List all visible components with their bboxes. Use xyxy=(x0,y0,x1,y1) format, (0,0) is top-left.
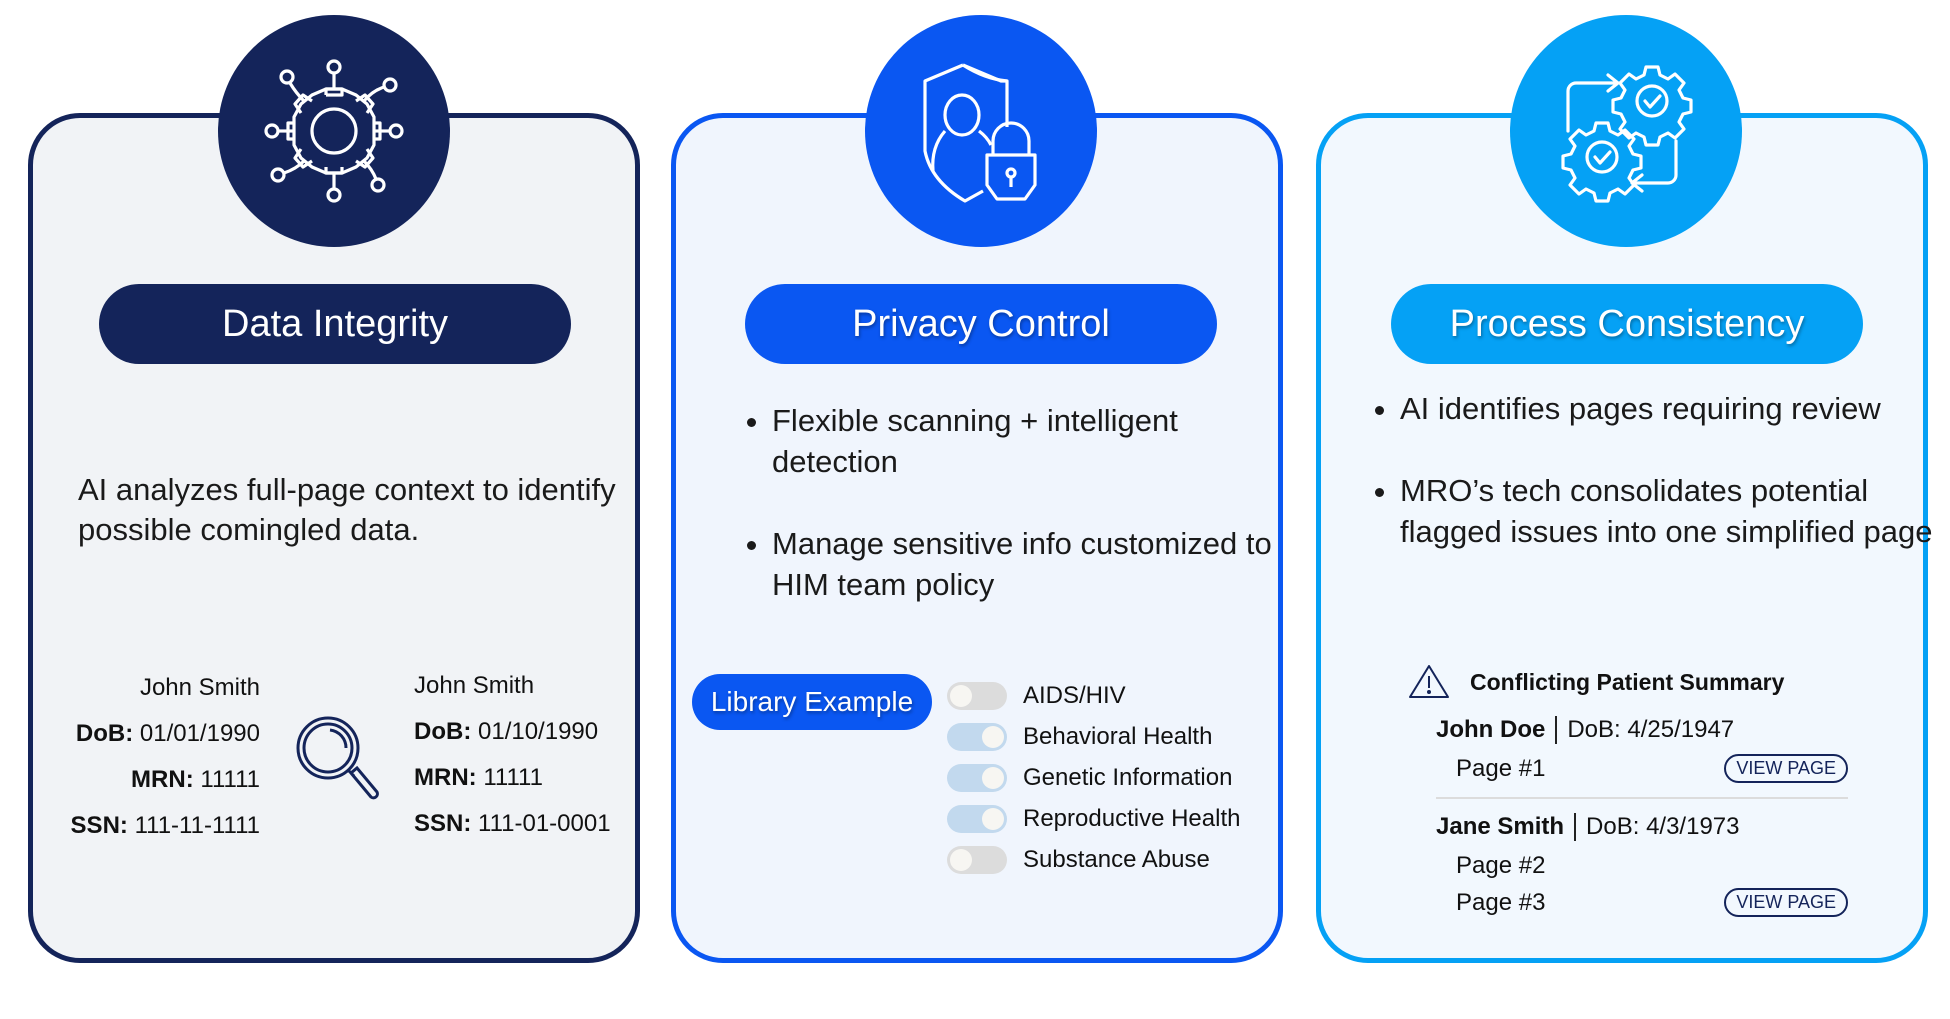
toggle-label: Reproductive Health xyxy=(1023,804,1241,832)
patient-dob: DoB: 4/3/1973 xyxy=(1586,813,1740,840)
ssn-label: SSN: xyxy=(70,812,128,839)
mrn-label: MRN: xyxy=(131,766,194,793)
view-page-button[interactable]: VIEW PAGE xyxy=(1724,754,1848,783)
sensitive-category-toggles: AIDS/HIV Behavioral Health Genetic Infor… xyxy=(947,675,1240,880)
toggle-switch[interactable] xyxy=(947,845,1007,874)
patient-dob: DoB: 4/25/1947 xyxy=(1567,716,1735,743)
toggle-switch[interactable] xyxy=(947,681,1007,710)
magnifying-glass-icon xyxy=(296,716,379,800)
toggle-row-reproductive-health: Reproductive Health xyxy=(947,798,1240,839)
page-row: Page #3 VIEW PAGE xyxy=(1436,884,1848,921)
bullet-item: AI identifies pages requiring review xyxy=(1400,388,1940,429)
data-integrity-description: AI analyzes full-page context to identif… xyxy=(78,472,616,547)
record-original: John Smith DoB: 01/01/1990 MRN: 11111 SS… xyxy=(60,665,260,849)
record-name: John Smith xyxy=(414,672,535,699)
page-label: Page #1 xyxy=(1456,754,1546,782)
mrn-value: 11111 xyxy=(200,766,260,793)
ssn-value: 111-01-0001 xyxy=(478,810,611,837)
patient-entry: John Doe DoB: 4/25/1947 Page #1 VIEW PAGE xyxy=(1436,710,1848,787)
gears-cycle-check-icon xyxy=(1561,65,1693,203)
divider xyxy=(1436,797,1848,799)
toggle-row-substance-abuse: Substance Abuse xyxy=(947,839,1240,880)
page-row: Page #2 xyxy=(1436,847,1848,884)
separator xyxy=(1574,813,1577,841)
dob-label: DoB: xyxy=(414,718,472,745)
shield-user-lock-icon xyxy=(923,63,1037,203)
library-example-button[interactable]: Library Example xyxy=(692,674,932,730)
toggle-row-aids-hiv: AIDS/HIV xyxy=(947,675,1240,716)
patient-entry: Jane Smith DoB: 4/3/1973 Page #2 Page #3 … xyxy=(1436,807,1848,921)
mrn-value: 11111 xyxy=(483,764,543,791)
summary-title: Conflicting Patient Summary xyxy=(1470,668,1785,695)
bullet-item: Flexible scanning + intelligent detectio… xyxy=(772,400,1292,482)
privacy-control-title: Privacy Control xyxy=(745,284,1217,364)
summary-header: Conflicting Patient Summary xyxy=(1408,662,1848,702)
data-integrity-card xyxy=(28,113,640,963)
record-compared: John Smith DoB: 01/10/1990 MRN: 11111 SS… xyxy=(414,663,644,847)
mrn-label: MRN: xyxy=(414,764,477,791)
separator xyxy=(1555,716,1558,744)
page-row: Page #1 VIEW PAGE xyxy=(1436,750,1848,787)
bullet-item: Manage sensitive info customized to HIM … xyxy=(772,523,1292,605)
warning-triangle-icon xyxy=(1409,665,1449,698)
toggle-label: Genetic Information xyxy=(1023,763,1233,791)
ssn-value: 111-11-1111 xyxy=(134,812,260,839)
toggle-switch[interactable] xyxy=(947,804,1007,833)
toggle-label: Substance Abuse xyxy=(1023,845,1210,873)
toggle-label: Behavioral Health xyxy=(1023,722,1213,750)
privacy-bullets: Flexible scanning + intelligent detectio… xyxy=(738,400,1292,646)
privacy-control-icon-circle xyxy=(865,15,1097,247)
process-consistency-icon-circle xyxy=(1510,15,1742,247)
dob-value: 01/01/1990 xyxy=(139,720,260,747)
process-bullets: AI identifies pages requiring review MRO… xyxy=(1366,388,1940,593)
toggle-switch[interactable] xyxy=(947,722,1007,751)
patient-name: Jane Smith xyxy=(1436,813,1565,840)
page-label: Page #3 xyxy=(1456,888,1546,916)
page-label: Page #2 xyxy=(1456,851,1546,879)
patient-name: John Doe xyxy=(1436,716,1546,743)
gear-network-icon xyxy=(264,59,404,203)
process-consistency-title: Process Consistency xyxy=(1391,284,1863,364)
toggle-label: AIDS/HIV xyxy=(1023,681,1126,709)
data-integrity-title: Data Integrity xyxy=(99,284,571,364)
record-name: John Smith xyxy=(139,674,260,701)
data-integrity-icon-circle xyxy=(218,15,450,247)
toggle-switch[interactable] xyxy=(947,763,1007,792)
toggle-row-behavioral-health: Behavioral Health xyxy=(947,716,1240,757)
dob-value: 01/10/1990 xyxy=(478,718,599,745)
ssn-label: SSN: xyxy=(414,810,472,837)
toggle-row-genetic-information: Genetic Information xyxy=(947,757,1240,798)
view-page-button[interactable]: VIEW PAGE xyxy=(1724,888,1848,917)
dob-label: DoB: xyxy=(75,720,134,747)
bullet-item: MRO’s tech consolidates potential flagge… xyxy=(1400,470,1940,552)
